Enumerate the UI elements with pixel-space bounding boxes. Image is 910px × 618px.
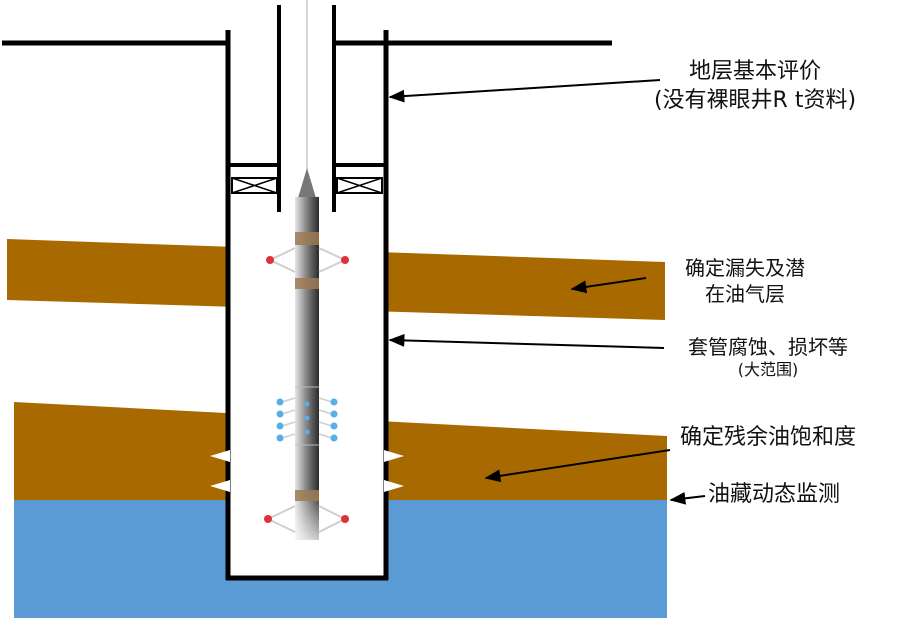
packer-right (336, 177, 383, 194)
logging-tool (295, 168, 319, 540)
annotation-arrows (388, 79, 706, 505)
casing-corrosion-note: (大范围) (737, 360, 799, 379)
leak-label: 确定漏失及潜 在油气层 (660, 255, 830, 307)
middle-sensor-pads (276, 398, 338, 442)
formation-eval-title: 地层基本评价 (688, 59, 821, 84)
arrow-reservoir (669, 491, 706, 505)
leak-label-line2: 在油气层 (705, 282, 785, 306)
middle-sensor-arms (281, 397, 333, 439)
residual-oil-text: 确定残余油饱和度 (680, 425, 857, 450)
arrow-formation-eval (388, 79, 661, 103)
lower-left-pad (264, 515, 272, 523)
casing-corrosion-label: 套管腐蚀、损坏等 (大范围) (668, 334, 868, 381)
arrow-residual-oil (484, 449, 671, 483)
residual-oil-label: 确定残余油饱和度 (680, 424, 856, 453)
formation-eval-label: 地层基本评价 (没有裸眼井R t资料) (650, 58, 860, 115)
leak-label-line1: 确定漏失及潜 (685, 256, 805, 280)
lower-right-pad (341, 515, 349, 523)
upper-right-pad (341, 256, 349, 264)
perforations (210, 450, 404, 492)
upper-left-pad (266, 256, 274, 264)
arrow-leak (570, 277, 647, 294)
reservoir-monitor-text: 油藏动态监测 (708, 482, 841, 507)
formation-eval-note: (没有裸眼井R t资料) (653, 87, 857, 113)
reservoir-monitor-label: 油藏动态监测 (708, 481, 840, 510)
packer-left (231, 177, 278, 194)
arrow-casing (388, 334, 665, 349)
casing-corrosion-title: 套管腐蚀、损坏等 (688, 335, 848, 359)
